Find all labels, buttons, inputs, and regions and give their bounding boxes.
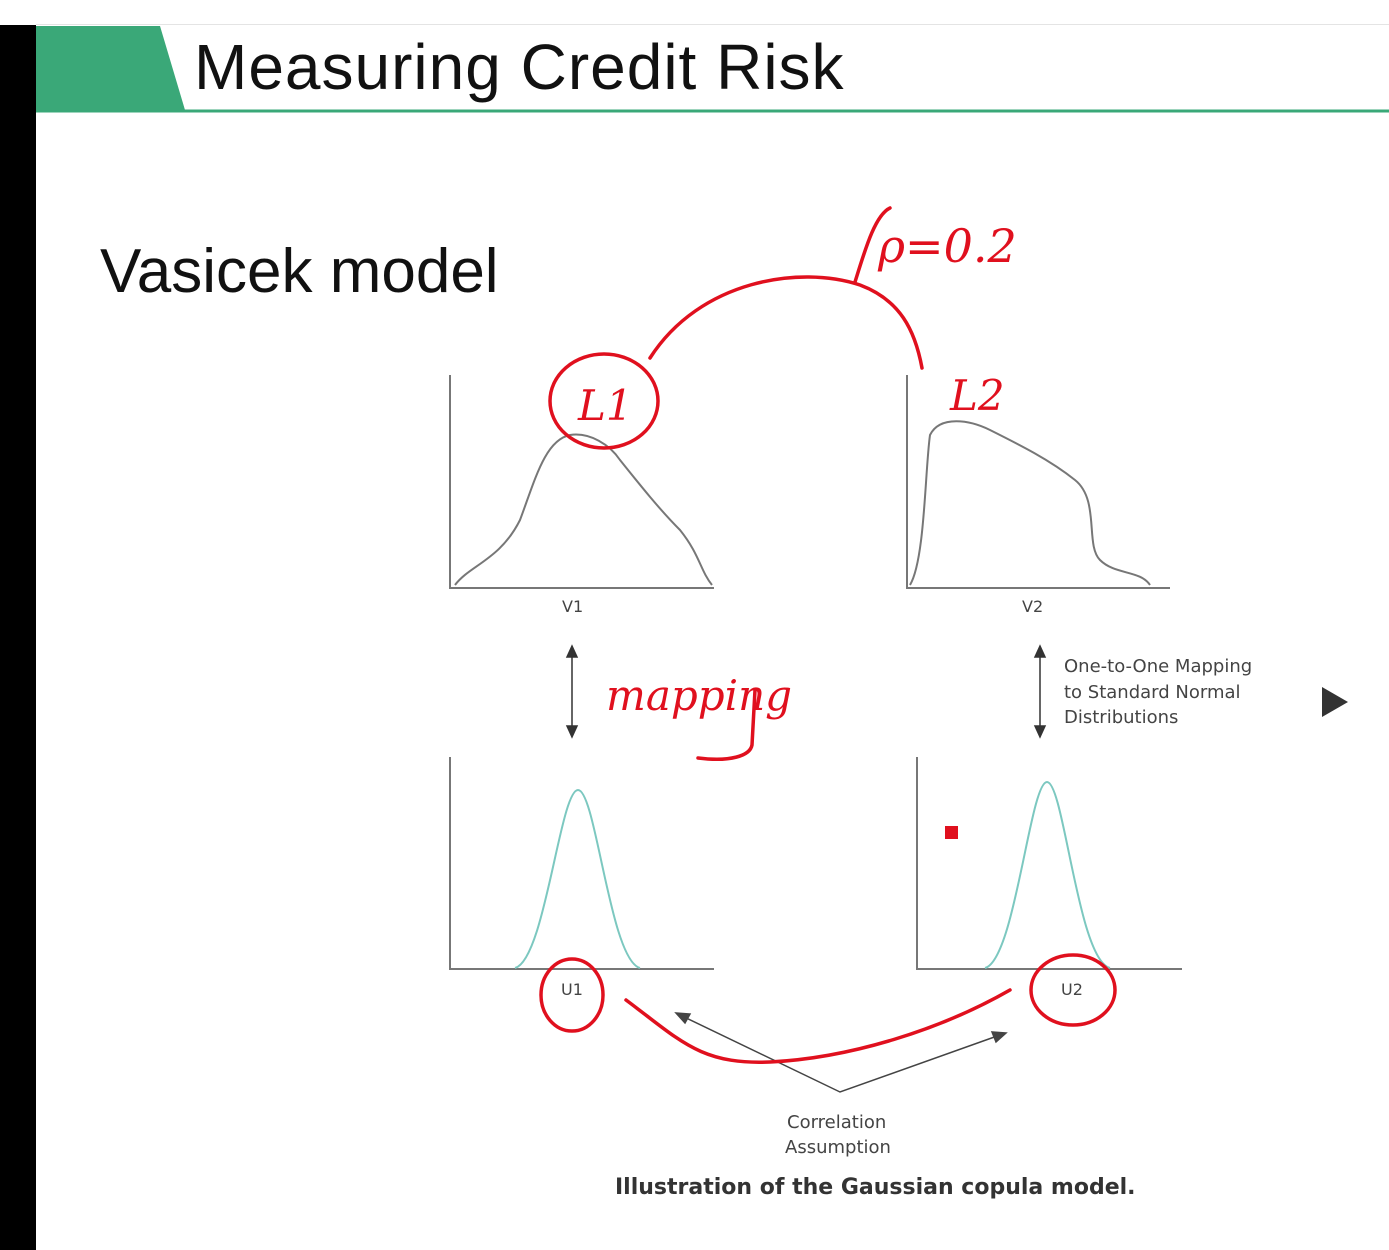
correlation-text-line-1: Correlation — [787, 1112, 886, 1133]
play-icon[interactable] — [1300, 672, 1360, 732]
mapping-text-line-1: One-to-One Mapping — [1064, 656, 1252, 677]
chart-v2 — [906, 375, 1170, 589]
slide-subtitle: Vasicek model — [100, 237, 499, 306]
figure-caption: Illustration of the Gaussian copula mode… — [615, 1175, 1136, 1200]
annotation-rho: ρ=0.2 — [877, 219, 1017, 273]
top-border — [36, 24, 1389, 25]
annotation-mapping: mapping — [606, 671, 792, 720]
mapping-arrow-right — [1033, 644, 1047, 739]
mapping-text-line-3: Distributions — [1064, 707, 1178, 728]
slide-title: Measuring Credit Risk — [194, 31, 845, 103]
ink-annotations — [539, 206, 1117, 1064]
axis-label-u2: U2 — [1061, 980, 1083, 999]
correlation-text-line-2: Assumption — [785, 1137, 891, 1158]
annotation-l1: L1 — [577, 381, 633, 430]
left-black-bar — [0, 25, 36, 1250]
axis-label-v2: V2 — [1022, 597, 1043, 616]
annotation-l2: L2 — [949, 371, 1005, 420]
correlation-arrows — [674, 1012, 1008, 1093]
ink-dot — [945, 826, 958, 839]
mapping-arrow-left — [565, 644, 579, 739]
chart-u2 — [916, 757, 1182, 970]
mapping-text-line-2: to Standard Normal — [1064, 682, 1241, 703]
chart-v1 — [449, 375, 714, 589]
axis-label-v1: V1 — [562, 597, 583, 616]
axis-label-u1: U1 — [561, 980, 583, 999]
chart-u1 — [449, 757, 714, 970]
title-accent-shape — [36, 26, 185, 110]
